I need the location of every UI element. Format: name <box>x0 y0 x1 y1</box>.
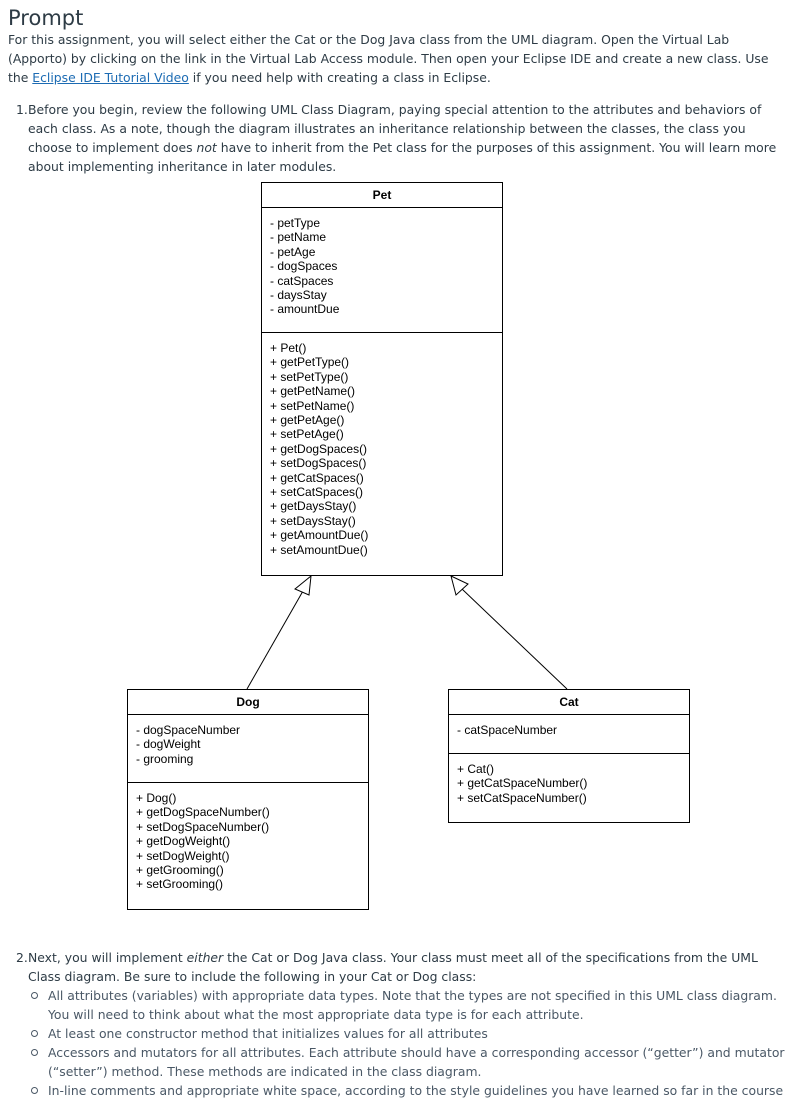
dog-methods: + Dog()+ getDogSpaceNumber()+ setDogSpac… <box>128 783 368 900</box>
uml-member: - dogSpaces <box>270 259 338 274</box>
uml-member: - daysStay <box>270 288 327 303</box>
uml-member: - grooming <box>136 751 194 766</box>
requirement-item: At least one constructor method that ini… <box>28 1024 788 1043</box>
uml-member: + setPetAge() <box>270 427 344 442</box>
pet-class-name: Pet <box>262 183 502 208</box>
uml-member: + getPetAge() <box>270 413 345 428</box>
cat-class-box: Cat - catSpaceNumber + Cat()+ getCatSpac… <box>448 689 690 823</box>
eclipse-tutorial-link[interactable]: Eclipse IDE Tutorial Video <box>32 70 189 85</box>
step-2-item: 2. Next, you will implement either the C… <box>16 948 786 986</box>
pet-class-box: Pet - petType- petName- petAge- dogSpace… <box>261 182 503 576</box>
uml-member: + getPetName() <box>270 384 356 399</box>
step-2-number: 2. <box>16 950 28 965</box>
intro-text-2: if you need help with creating a class i… <box>188 70 491 85</box>
uml-member: + setPetName() <box>270 398 355 413</box>
requirement-item: In-line comments and appropriate white s… <box>28 1081 788 1100</box>
cat-inheritance-arrowhead <box>450 575 469 596</box>
requirements-list: All attributes (variables) with appropri… <box>28 986 788 1100</box>
step-1-text: Before you begin, review the following U… <box>28 100 786 176</box>
bullet-circle-icon <box>31 1087 38 1094</box>
uml-member: + getAmountDue() <box>270 528 369 543</box>
uml-member: + setAmountDue() <box>270 542 368 557</box>
uml-member: - dogSpaceNumber <box>136 723 241 737</box>
uml-member: + getDaysStay() <box>270 499 357 514</box>
pet-methods: + Pet()+ getPetType()+ setPetType()+ get… <box>262 333 502 565</box>
uml-member: + setCatSpaces() <box>270 485 364 500</box>
requirement-item: All attributes (variables) with appropri… <box>28 986 788 1024</box>
uml-member: + getDogWeight() <box>136 834 231 849</box>
cat-attributes: - catSpaceNumber <box>449 715 689 754</box>
uml-member: + getPetType() <box>270 355 350 370</box>
bullet-circle-icon <box>31 992 38 999</box>
step-1-emphasis: not <box>196 140 217 155</box>
uml-member: + getGrooming() <box>136 863 224 878</box>
dog-class-box: Dog - dogSpaceNumber- dogWeight- groomin… <box>127 689 369 910</box>
uml-member: - dogWeight <box>136 737 201 752</box>
step-2-text-b: the Cat or Dog Java class. Your class mu… <box>28 950 758 984</box>
uml-member: + setDogSpaceNumber() <box>136 819 270 834</box>
uml-member: + Cat() <box>457 762 495 776</box>
uml-member: + Dog() <box>136 791 177 805</box>
uml-member: + setDogWeight() <box>136 848 230 863</box>
uml-member: - catSpaceNumber <box>457 723 558 737</box>
step-1-text-b: have to inherit from the Pet class for t… <box>28 140 777 174</box>
cat-inheritance-line <box>461 588 568 690</box>
uml-member: + setDaysStay() <box>270 513 356 528</box>
uml-member: + getCatSpaceNumber() <box>457 776 588 791</box>
cat-class-name: Cat <box>449 690 689 715</box>
pet-attributes: - petType- petName- petAge- dogSpaces- c… <box>262 208 502 333</box>
uml-member: + getDogSpaceNumber() <box>136 805 270 820</box>
uml-member: + setCatSpaceNumber() <box>457 790 587 805</box>
uml-member: - petAge <box>270 244 316 259</box>
dog-inheritance-arrowhead <box>294 574 312 596</box>
uml-member: + setPetType() <box>270 369 349 384</box>
bullet-circle-icon <box>31 1049 38 1056</box>
step-2-text-a: Next, you will implement <box>28 950 187 965</box>
uml-member: + setDogSpaces() <box>270 456 367 471</box>
step-1-text-a: Before you begin, review the following U… <box>28 102 762 155</box>
page-title: Prompt <box>8 6 84 30</box>
uml-member: - catSpaces <box>270 273 334 288</box>
requirement-item: Accessors and mutators for all attribute… <box>28 1043 788 1081</box>
uml-member: + Pet() <box>270 341 307 355</box>
uml-member: - petType <box>270 216 321 230</box>
dog-class-name: Dog <box>128 690 368 715</box>
intro-paragraph: For this assignment, you will select eit… <box>8 30 788 87</box>
uml-member: - petName <box>270 230 327 245</box>
uml-member: - amountDue <box>270 302 340 317</box>
bullet-circle-icon <box>31 1030 38 1037</box>
uml-member: + getCatSpaces() <box>270 470 364 485</box>
dog-inheritance-line <box>246 590 304 690</box>
dog-attributes: - dogSpaceNumber- dogWeight- grooming <box>128 715 368 783</box>
step-1-number: 1. <box>16 102 28 117</box>
cat-methods: + Cat()+ getCatSpaceNumber()+ setCatSpac… <box>449 754 689 813</box>
intro-text-1: For this assignment, you will select eit… <box>8 32 769 85</box>
uml-member: + getDogSpaces() <box>270 441 368 456</box>
step-2-emphasis: either <box>186 950 224 965</box>
uml-member: + setGrooming() <box>136 877 224 892</box>
step-2-text: Next, you will implement either the Cat … <box>28 948 786 986</box>
step-1-item: 1. Before you begin, review the followin… <box>16 100 786 176</box>
